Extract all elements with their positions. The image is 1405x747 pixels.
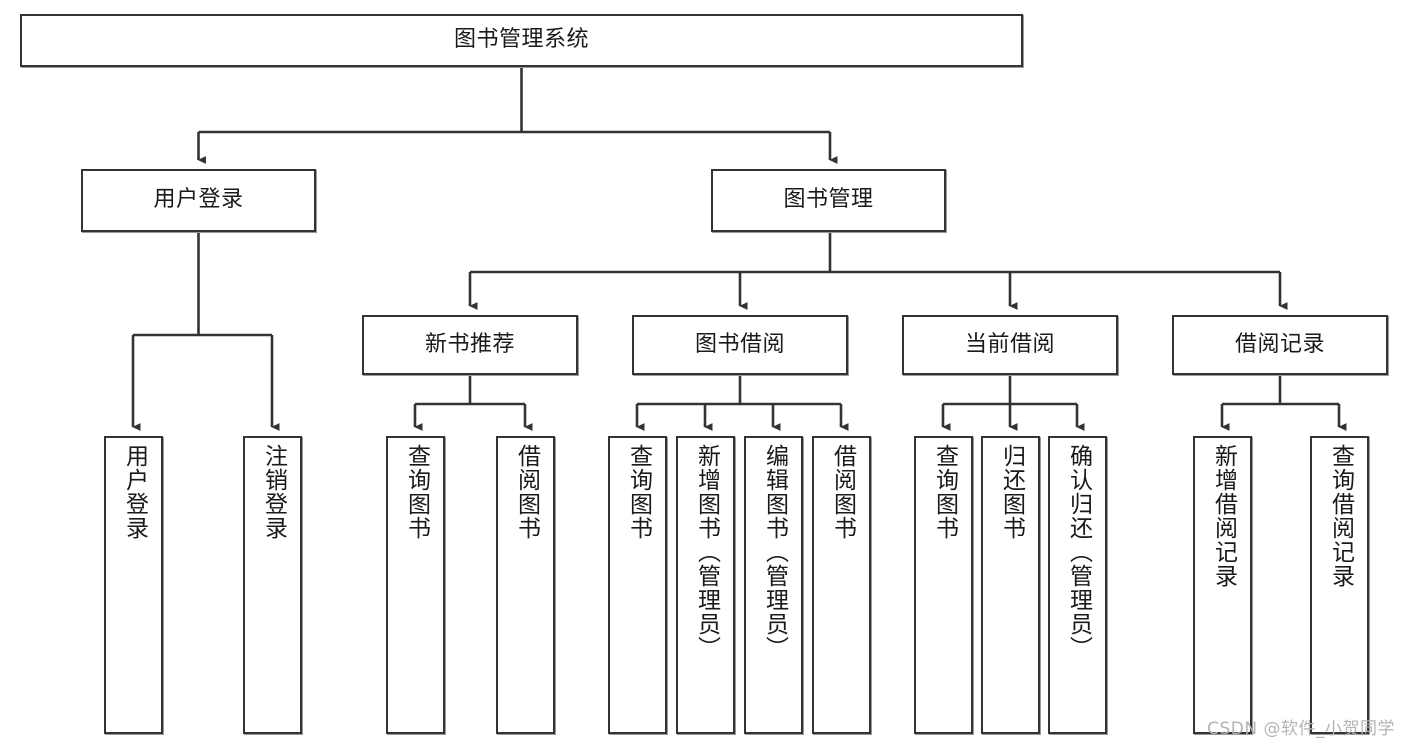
node-leaf-edit-book[interactable]: 编辑图书（管理员） <box>744 436 803 734</box>
node-leaf-query-book-1[interactable]: 查询图书 <box>386 436 445 734</box>
node-label: 归还图书 <box>998 444 1025 540</box>
node-label: 借阅图书 <box>829 444 856 540</box>
node-label: 用户登录 <box>153 187 244 213</box>
node-leaf-return-book[interactable]: 归还图书 <box>981 436 1040 734</box>
node-leaf-add-book[interactable]: 新增图书（管理员） <box>676 436 735 734</box>
node-book-management[interactable]: 图书管理 <box>711 169 946 232</box>
node-label: 图书管理系统 <box>453 27 589 53</box>
node-label: 确认归还（管理员） <box>1065 444 1092 660</box>
node-leaf-add-record[interactable]: 新增借阅记录 <box>1193 436 1252 734</box>
node-label: 新书推荐 <box>424 331 515 357</box>
node-leaf-confirm-return[interactable]: 确认归还（管理员） <box>1048 436 1107 734</box>
node-label: 新增借阅记录 <box>1210 444 1237 588</box>
node-leaf-query-record[interactable]: 查询借阅记录 <box>1310 436 1369 734</box>
node-leaf-query-book-3[interactable]: 查询图书 <box>914 436 973 734</box>
node-leaf-borrow-book-2[interactable]: 借阅图书 <box>812 436 871 734</box>
node-label: 新增图书（管理员） <box>693 444 720 660</box>
node-label: 编辑图书（管理员） <box>761 444 788 660</box>
node-label: 图书管理 <box>783 187 874 213</box>
node-borrow-record[interactable]: 借阅记录 <box>1172 315 1388 375</box>
node-label: 查询图书 <box>403 444 430 540</box>
node-leaf-query-book-2[interactable]: 查询图书 <box>608 436 667 734</box>
node-book-borrow[interactable]: 图书借阅 <box>632 315 848 375</box>
node-leaf-user-login[interactable]: 用户登录 <box>104 436 163 734</box>
node-label: 借阅图书 <box>513 444 540 540</box>
node-leaf-logout-login[interactable]: 注销登录 <box>243 436 302 734</box>
node-label: 查询图书 <box>931 444 958 540</box>
node-label: 借阅记录 <box>1234 331 1325 357</box>
node-label: 图书借阅 <box>694 331 785 357</box>
node-current-borrow[interactable]: 当前借阅 <box>902 315 1118 375</box>
node-label: 用户登录 <box>121 444 148 540</box>
node-label: 当前借阅 <box>964 331 1055 357</box>
node-label: 查询借阅记录 <box>1327 444 1354 588</box>
node-user-login[interactable]: 用户登录 <box>81 169 316 232</box>
node-new-book-recommend[interactable]: 新书推荐 <box>362 315 578 375</box>
node-leaf-borrow-book-1[interactable]: 借阅图书 <box>496 436 555 734</box>
node-label: 注销登录 <box>260 444 287 540</box>
node-book-management-system[interactable]: 图书管理系统 <box>20 14 1023 67</box>
node-label: 查询图书 <box>625 444 652 540</box>
